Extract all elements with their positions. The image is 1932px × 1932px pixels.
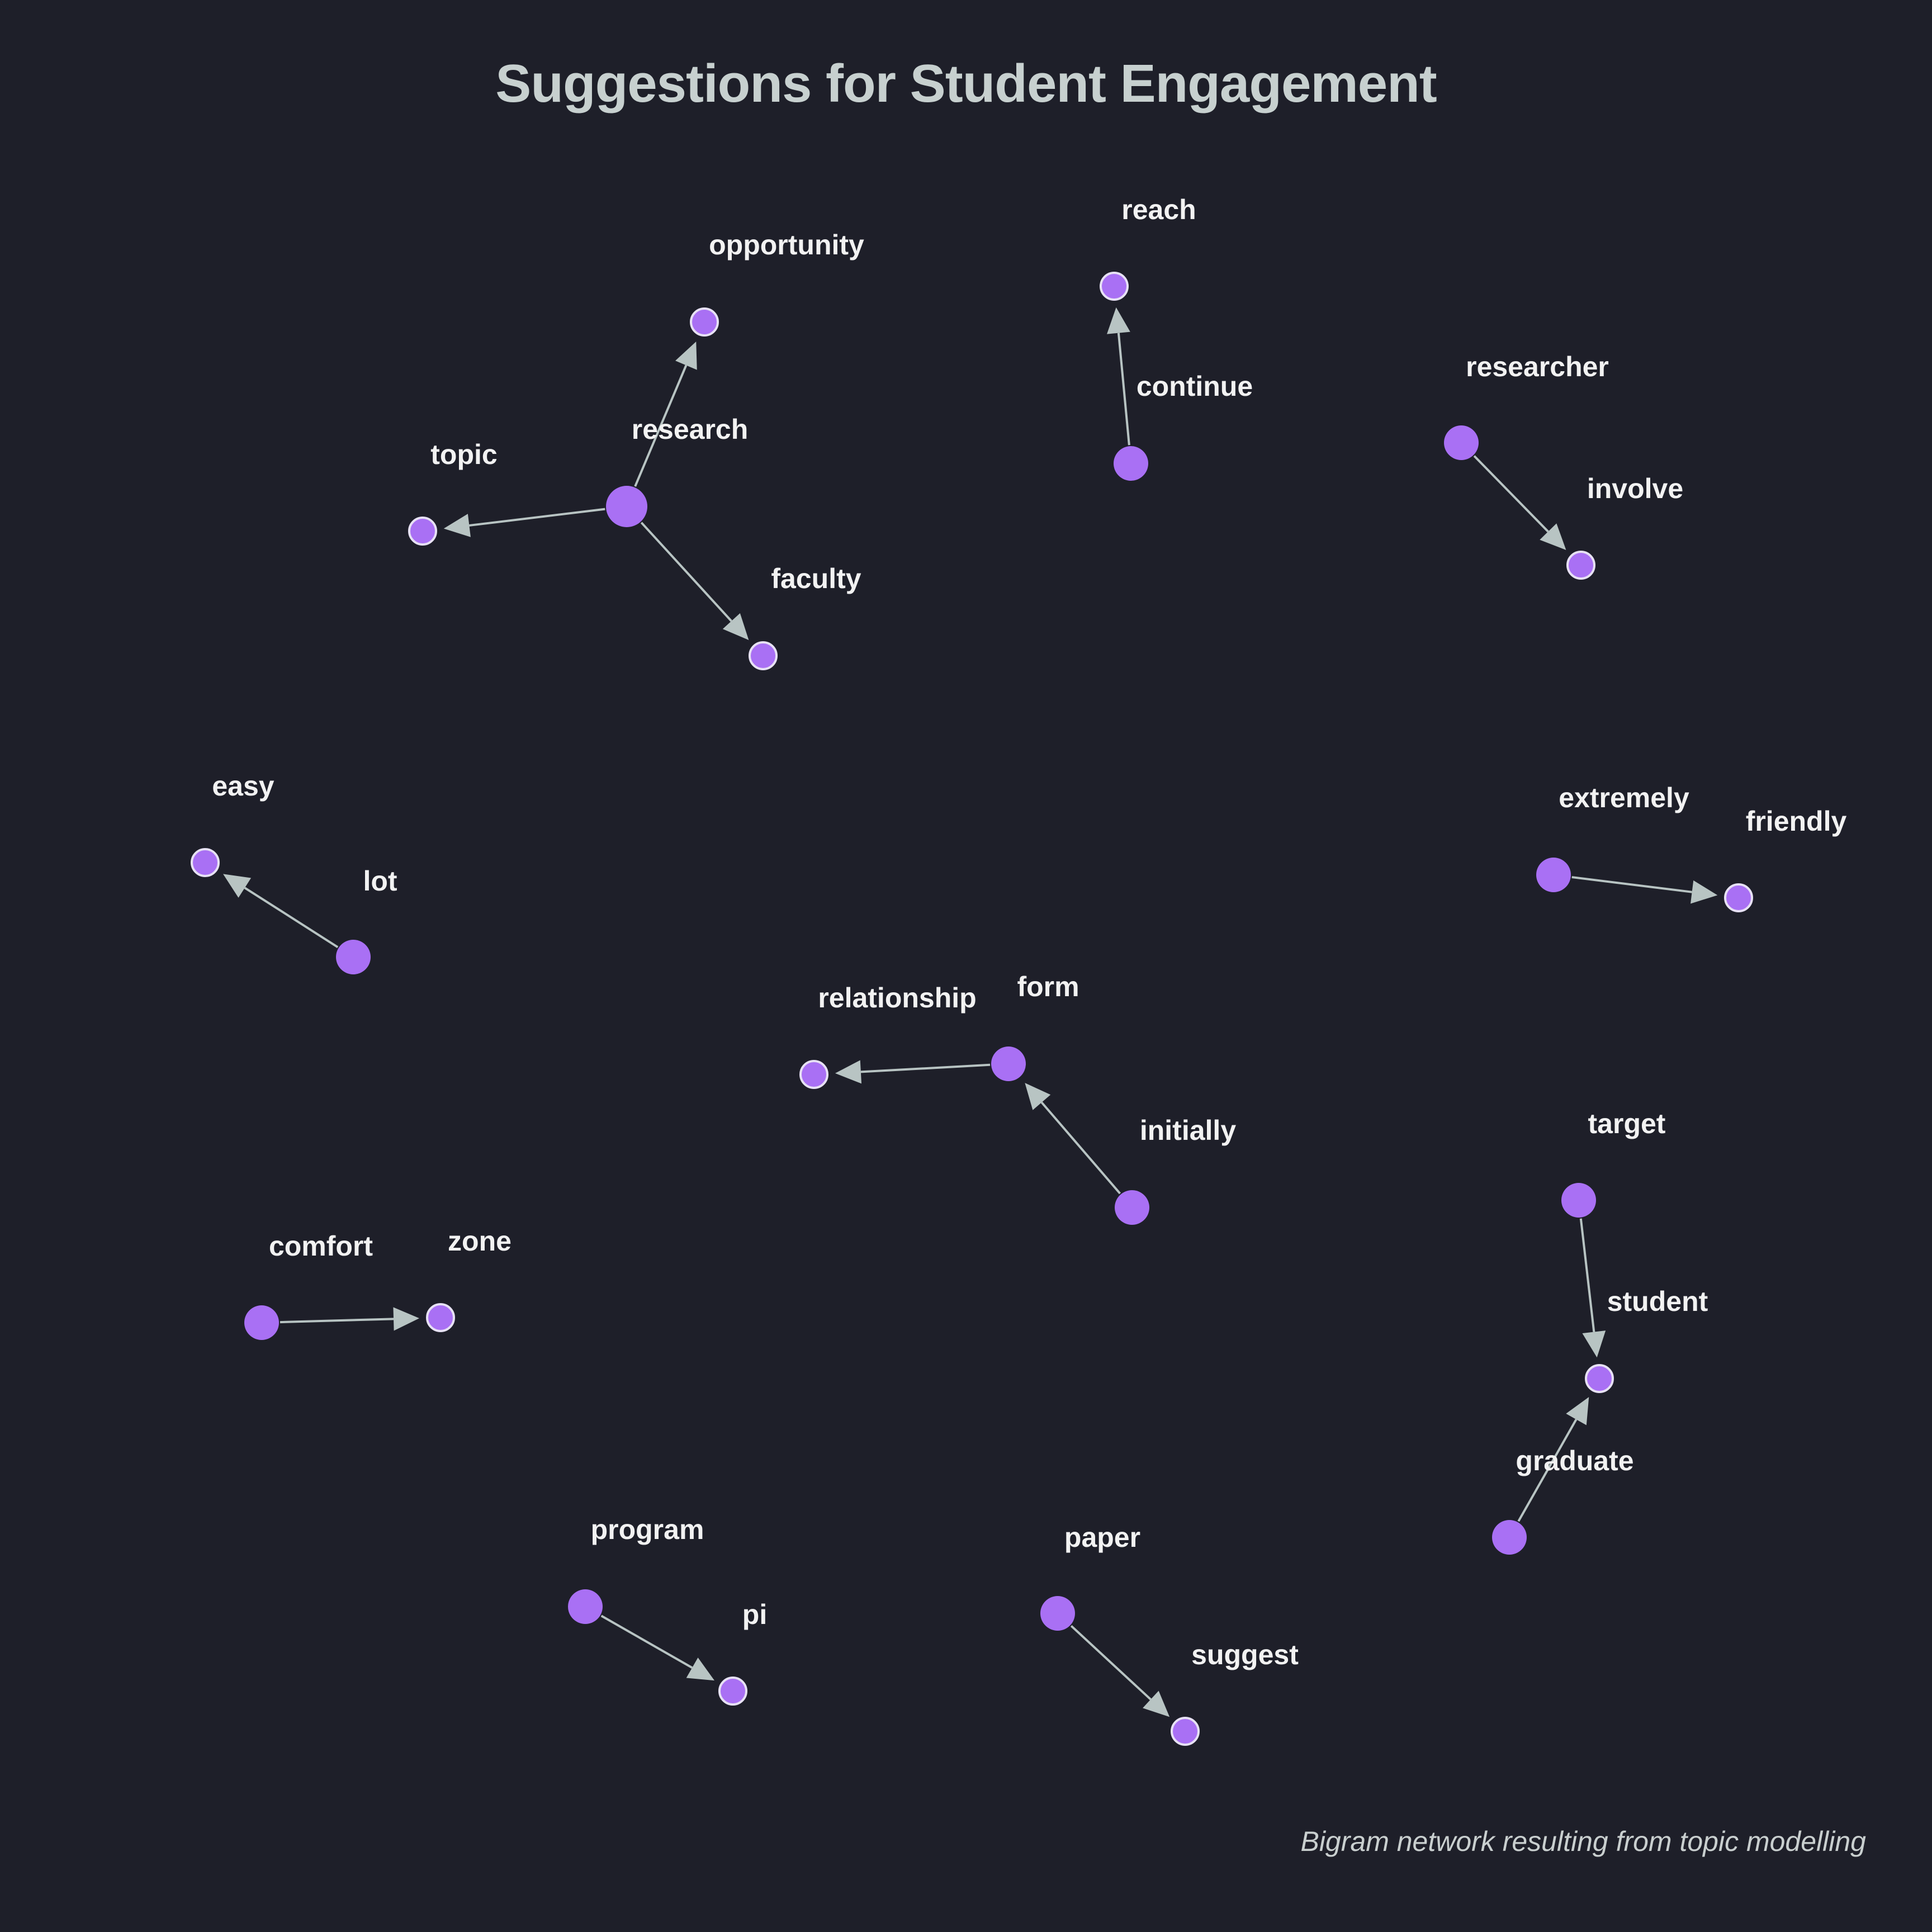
node-initially [1115, 1190, 1149, 1225]
node-layer [191, 272, 1753, 1746]
node-label-relationship: relationship [818, 982, 976, 1014]
node-continue [1114, 446, 1148, 481]
node-form [991, 1046, 1026, 1081]
node-graduate [1492, 1520, 1527, 1555]
arrowhead-target-to-student [1582, 1330, 1606, 1358]
node-label-zone: zone [448, 1225, 512, 1257]
node-label-graduate: graduate [1516, 1445, 1633, 1476]
edge-research-to-opportunity [634, 364, 688, 487]
figure-caption: Bigram network resulting from topic mode… [1300, 1826, 1866, 1857]
node-friendly [1724, 883, 1753, 912]
node-label-easy: easy [212, 770, 274, 802]
edge-form-to-relationship [860, 1063, 991, 1073]
edge-research-to-topic [469, 508, 605, 527]
node-label-program: program [591, 1514, 704, 1545]
node-label-lot: lot [363, 865, 397, 897]
edge-target-to-student [1579, 1218, 1595, 1332]
edge-continue-to-reach [1117, 333, 1130, 446]
node-faculty [749, 641, 778, 670]
node-label-form: form [1017, 971, 1079, 1002]
arrowhead-researcher-to-involve [1540, 523, 1566, 550]
edge-initially-to-form [1040, 1101, 1121, 1195]
arrowhead-form-to-relationship [835, 1060, 862, 1084]
node-label-reach: reach [1121, 194, 1196, 225]
node-label-faculty: faculty [771, 563, 861, 594]
node-extremely [1536, 858, 1571, 892]
node-involve [1566, 551, 1595, 580]
node-student [1585, 1364, 1614, 1393]
node-label-extremely: extremely [1559, 782, 1689, 813]
arrowhead-research-to-faculty [722, 613, 749, 640]
node-reach [1100, 272, 1129, 301]
node-label-continue: continue [1137, 371, 1253, 402]
node-label-pi: pi [742, 1599, 767, 1630]
node-label-friendly: friendly [1746, 806, 1847, 837]
arrowhead-initially-to-form [1025, 1083, 1051, 1110]
node-researcher [1444, 425, 1479, 460]
edge-layer [223, 307, 1718, 1717]
node-opportunity [690, 307, 719, 337]
edge-lot-to-easy [244, 887, 339, 948]
arrowhead-paper-to-suggest [1143, 1690, 1170, 1717]
edge-program-to-pi [600, 1614, 693, 1669]
arrowhead-research-to-topic [443, 514, 471, 537]
page-title: Suggestions for Student Engagement [495, 54, 1437, 113]
arrowhead-research-to-opportunity [675, 342, 697, 370]
node-lot [336, 940, 371, 974]
arrowhead-continue-to-reach [1107, 307, 1130, 334]
node-paper [1040, 1596, 1075, 1631]
edge-researcher-to-involve [1473, 455, 1549, 533]
node-label-student: student [1607, 1286, 1708, 1317]
node-pi [718, 1677, 747, 1706]
node-label-target: target [1588, 1108, 1666, 1139]
node-label-suggest: suggest [1191, 1639, 1299, 1670]
node-label-research: research [632, 414, 749, 445]
edge-graduate-to-student [1517, 1419, 1578, 1522]
node-topic [408, 517, 437, 546]
node-label-topic: topic [430, 439, 497, 470]
edge-paper-to-suggest [1070, 1625, 1152, 1701]
arrowhead-comfort-to-zone [393, 1307, 420, 1331]
node-label-opportunity: opportunity [709, 229, 864, 261]
node-label-involve: involve [1587, 473, 1683, 504]
edge-comfort-to-zone [280, 1318, 394, 1324]
node-comfort [244, 1305, 279, 1340]
node-label-paper: paper [1064, 1522, 1140, 1553]
node-suggest [1171, 1717, 1200, 1746]
arrowhead-extremely-to-friendly [1690, 880, 1718, 904]
node-zone [426, 1303, 455, 1332]
edge-research-to-faculty [640, 522, 732, 622]
arrowhead-lot-to-easy [223, 874, 252, 898]
node-label-initially: initially [1140, 1115, 1236, 1146]
node-easy [191, 848, 220, 877]
node-label-researcher: researcher [1466, 351, 1609, 382]
arrowhead-program-to-pi [686, 1658, 715, 1681]
edge-extremely-to-friendly [1571, 876, 1692, 893]
label-layer: research opportunity topic faculty continue r… [212, 194, 1846, 1670]
node-target [1561, 1183, 1596, 1218]
node-research [606, 486, 647, 527]
arrowhead-graduate-to-student [1566, 1397, 1589, 1426]
node-relationship [799, 1060, 828, 1089]
node-program [568, 1589, 603, 1624]
node-label-comfort: comfort [269, 1230, 373, 1262]
